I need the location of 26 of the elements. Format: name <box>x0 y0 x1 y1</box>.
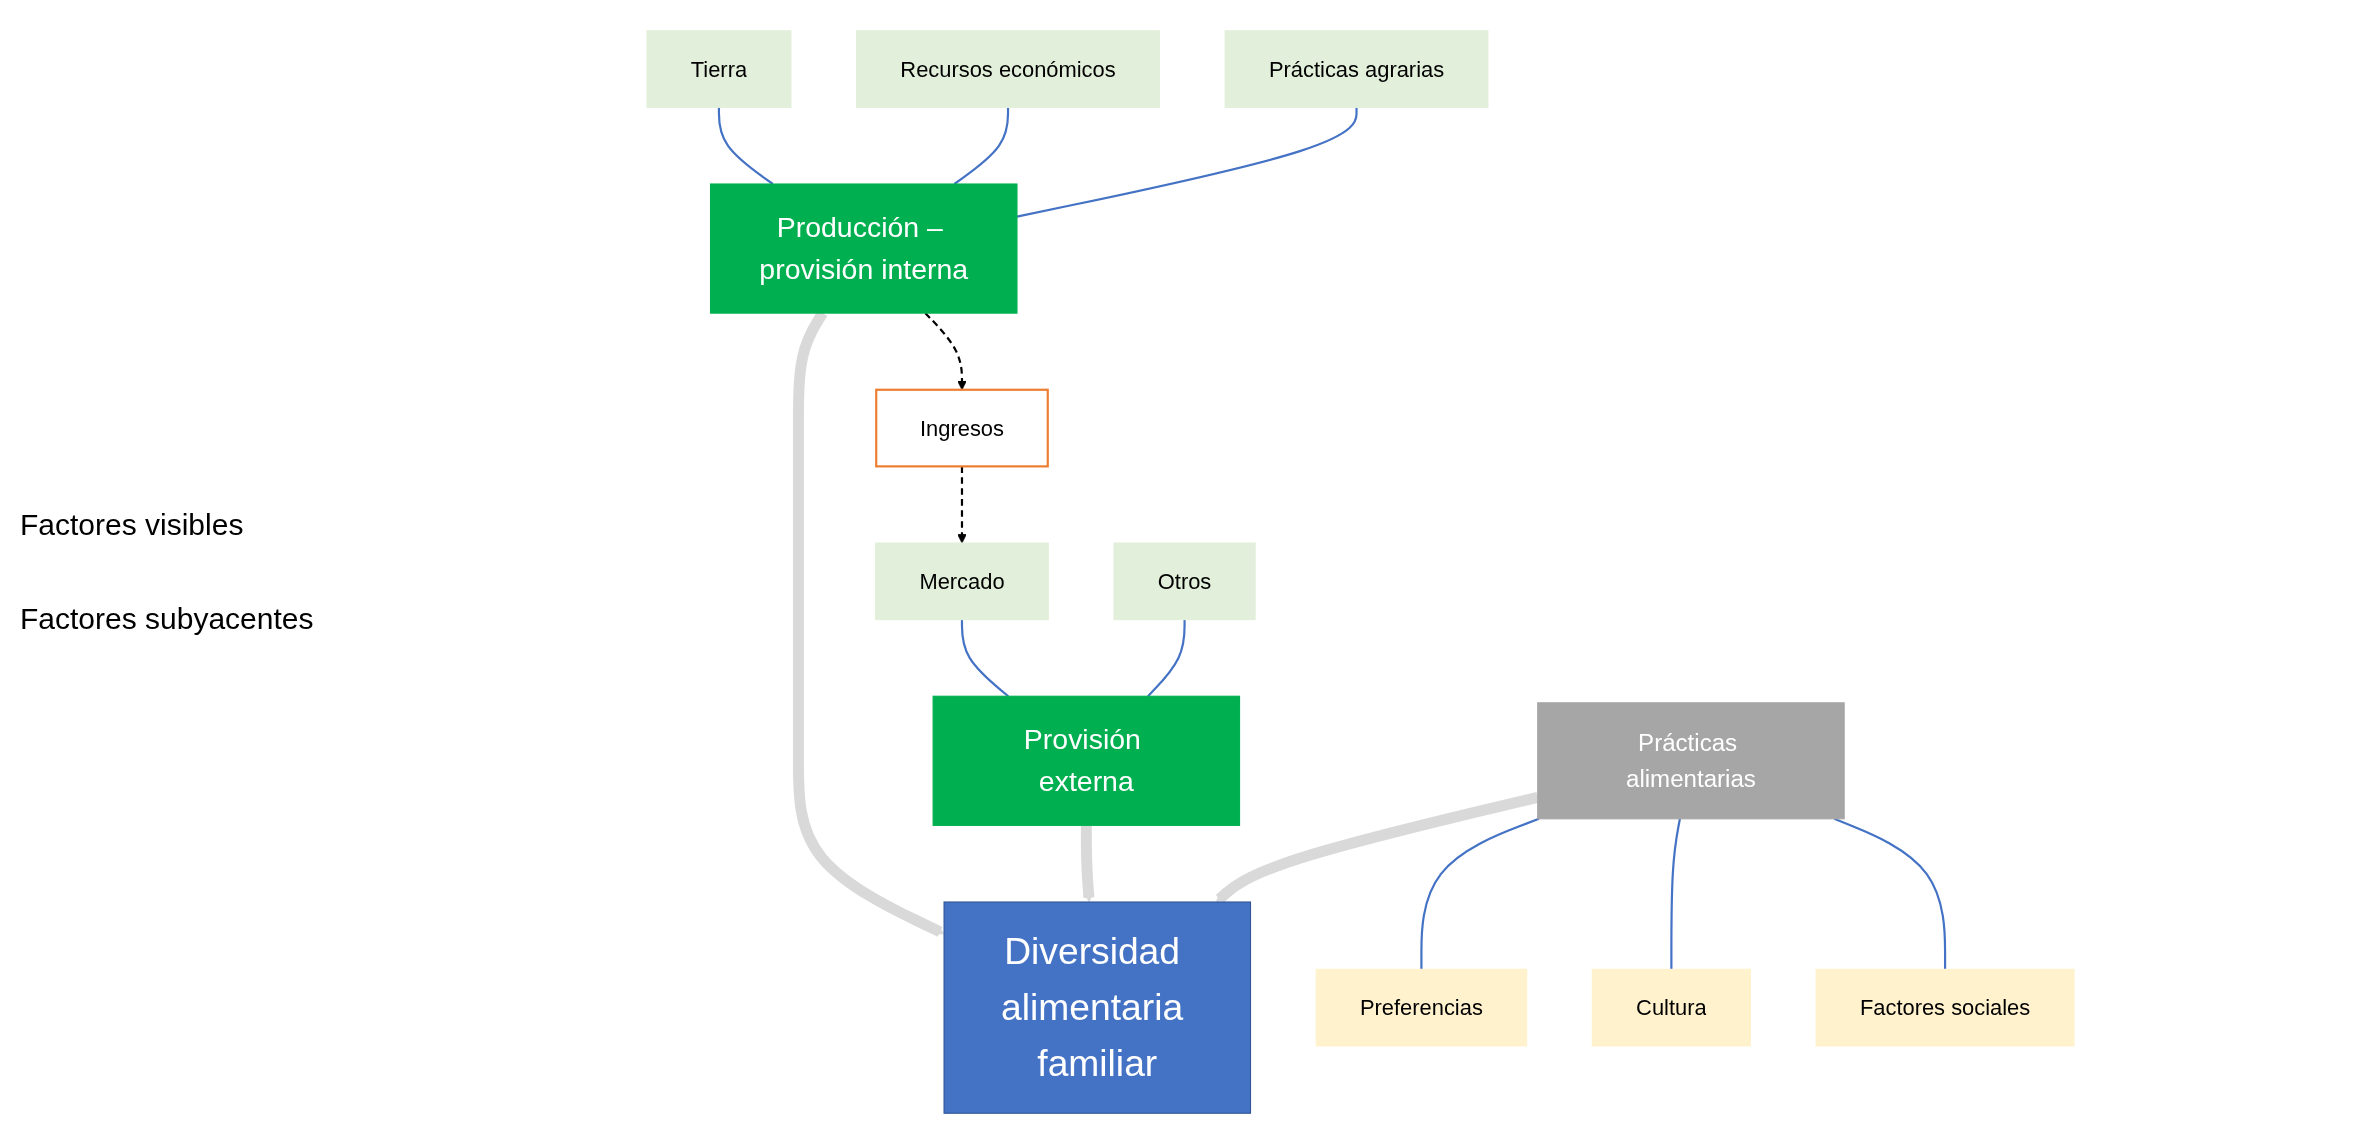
connector <box>717 106 774 185</box>
side-label: Factores visibles <box>20 507 245 542</box>
connector <box>960 619 1009 697</box>
connector <box>1147 619 1186 697</box>
node-box: Provisión externa <box>932 695 1241 826</box>
node-box: Ingresos <box>875 388 1049 467</box>
side-label: Factores subyacentes <box>20 601 315 636</box>
connector <box>1420 817 1540 969</box>
node-box: Otros <box>1113 541 1256 620</box>
arrow <box>1080 824 1095 902</box>
connector <box>953 106 1010 185</box>
node-box: Recursos económicos <box>856 29 1160 108</box>
node-box: Tierra <box>646 29 792 108</box>
node-box: Prácticas alimentarias <box>1537 701 1845 819</box>
connector <box>1833 817 1947 969</box>
connector <box>1016 106 1358 218</box>
node-box: Mercado <box>875 541 1049 620</box>
arrow <box>924 311 967 390</box>
node-box: Producción – provisión interna <box>709 182 1018 314</box>
node-box: Prácticas agrarias <box>1224 29 1489 108</box>
node-box: Cultura <box>1591 968 1751 1046</box>
node-box: Preferencias <box>1315 968 1528 1046</box>
node-box: Factores sociales <box>1815 968 2075 1046</box>
arrow <box>957 465 967 543</box>
connector <box>1670 818 1681 969</box>
node-box: Diversidad alimentaria familiar <box>943 900 1252 1114</box>
